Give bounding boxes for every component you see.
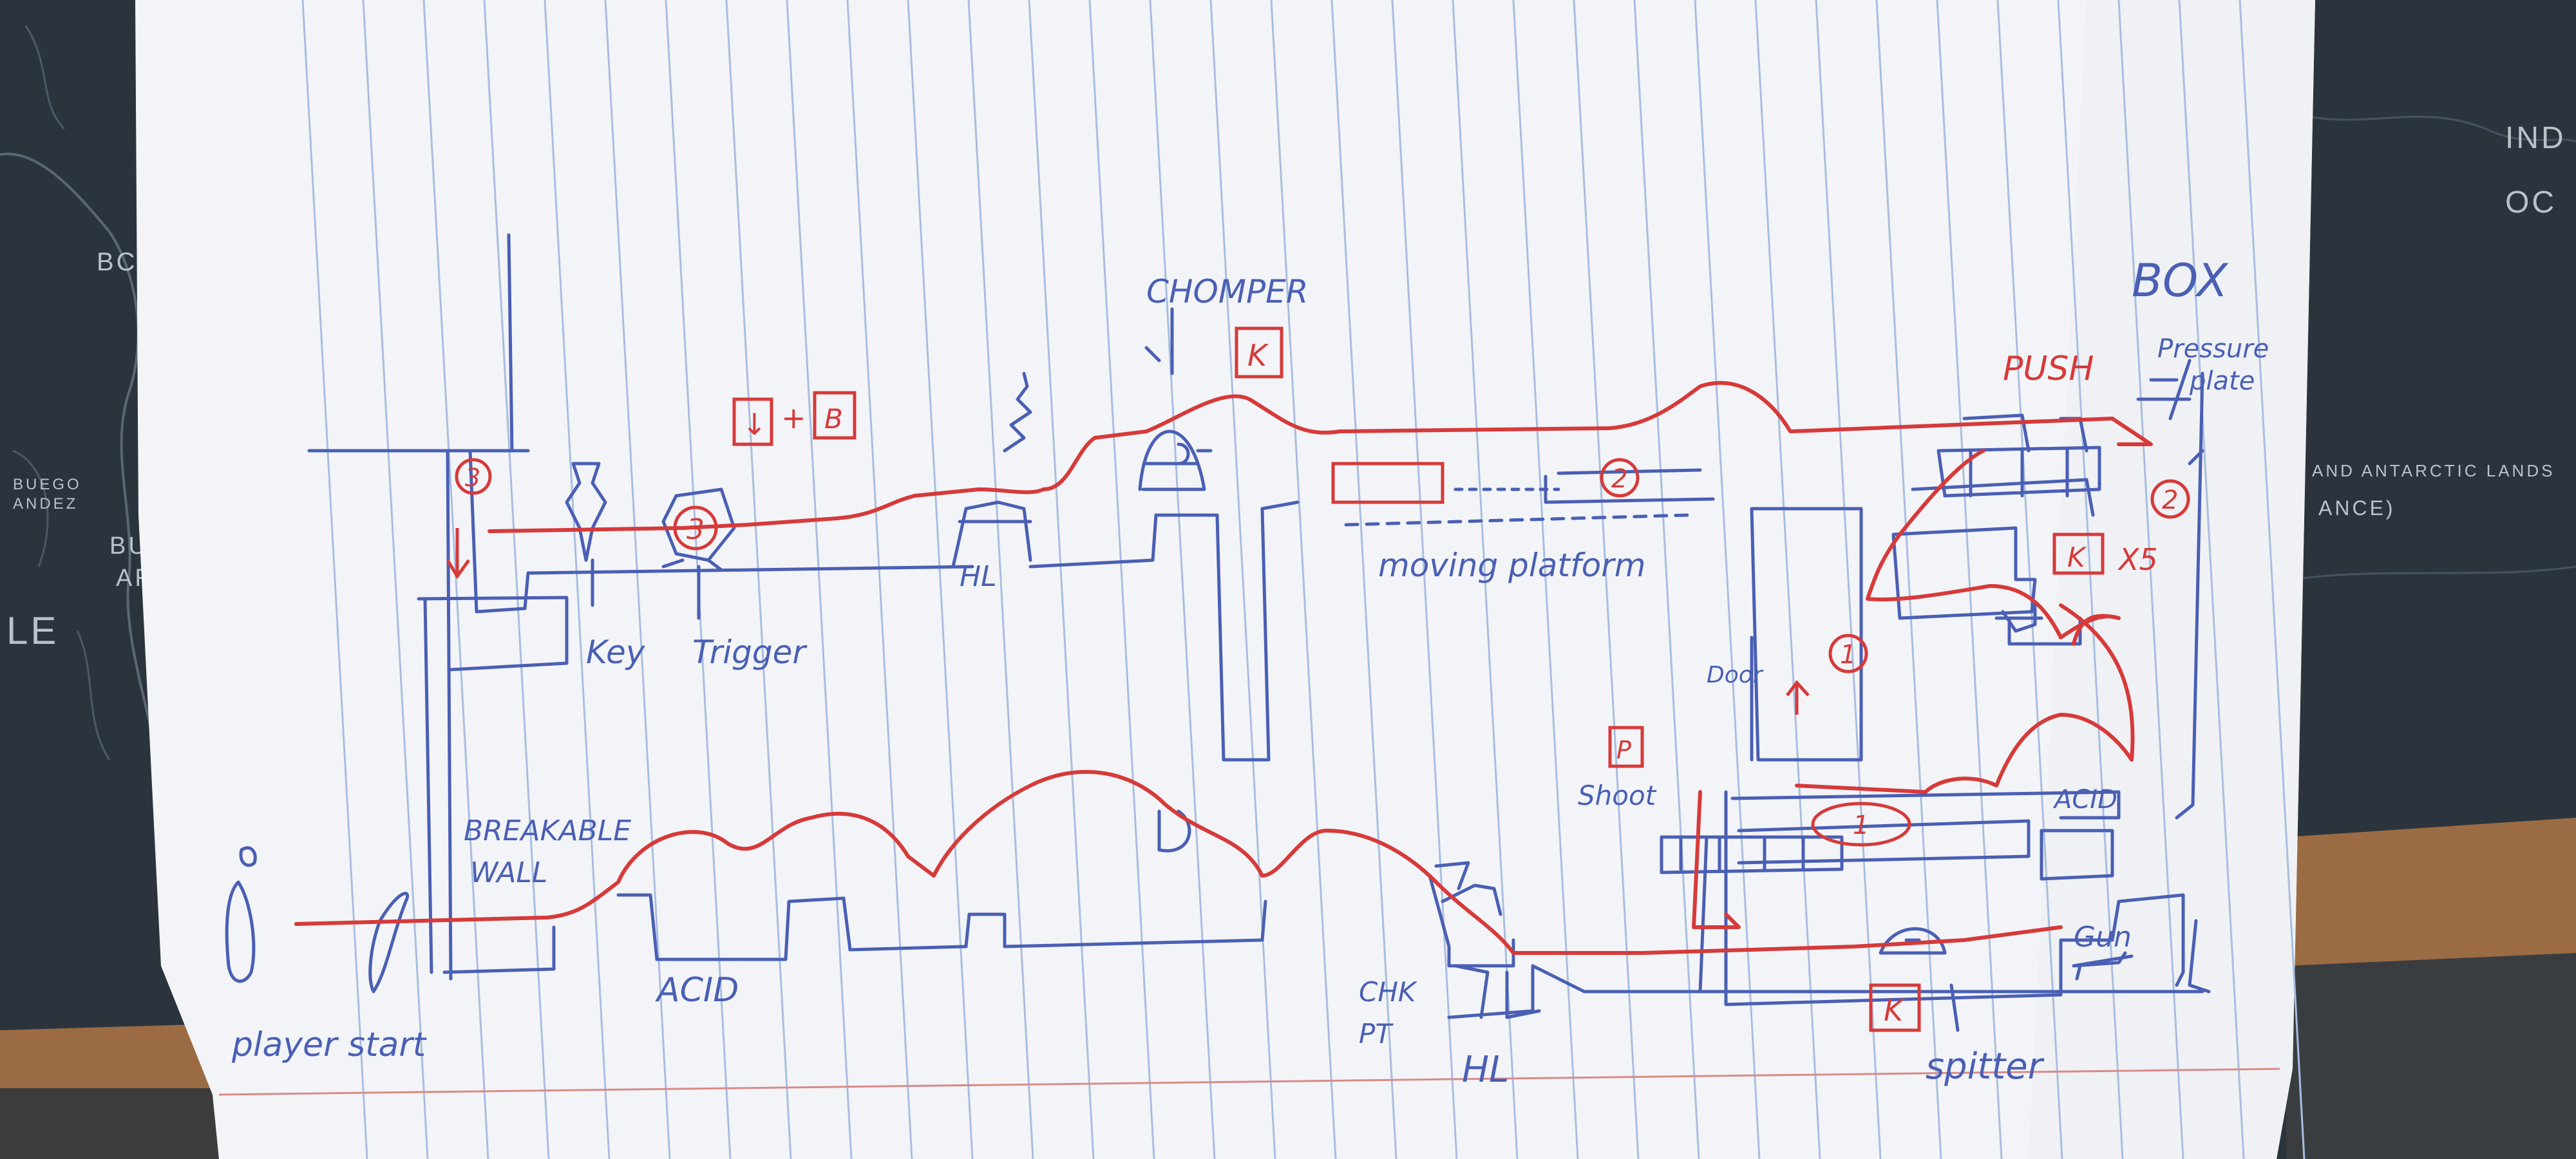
ruled-line	[1815, 0, 1882, 1159]
ruled-line	[2178, 0, 2245, 1159]
red-labels: PUSH X5 K K K ↓ + B P 3 3 2 2 1 1	[465, 338, 2178, 1028]
map-label-oc: OC	[2505, 185, 2557, 220]
key-box-bottom	[1869, 983, 1921, 1032]
label-trigger: Trigger	[692, 634, 808, 671]
notebook-paper	[135, 0, 2315, 1159]
label-spitter: spitter	[1926, 1046, 2045, 1088]
combo-box-b	[813, 391, 857, 440]
marker-1b-ellipse	[1811, 802, 1911, 847]
map-label-antarctic: AND ANTARCTIC LANDS	[2312, 461, 2555, 480]
ruled-line	[1331, 0, 1397, 1159]
ruled-line	[362, 0, 429, 1159]
ruled-line	[967, 0, 1034, 1159]
map-label-buego: BUEGO	[13, 476, 82, 493]
text-marker-2a: 2	[1611, 464, 1627, 494]
margin-line	[218, 1068, 2280, 1096]
label-breakable-1: BREAKABLE	[464, 815, 631, 847]
ruled-line	[1573, 0, 1640, 1159]
label-player-start: player start	[231, 1026, 427, 1064]
label-gun: Gun	[2074, 921, 2132, 954]
label-hl-top: HL	[960, 560, 997, 593]
ruled-line	[1875, 0, 1942, 1159]
marker-2a-circle	[1600, 458, 1640, 498]
text-combo-plus: +	[781, 400, 806, 435]
ruled-line	[483, 0, 550, 1159]
map-label-bc: BC	[97, 248, 138, 276]
marker-3a-circle	[455, 458, 492, 495]
label-push: PUSH	[2003, 350, 2094, 388]
blue-level-geometry	[225, 233, 2211, 1032]
map-label-andez: ANDEZ	[13, 495, 78, 513]
label-pressure: Pressure	[2157, 334, 2269, 364]
text-key-bottom: K	[1884, 993, 1906, 1028]
red-markers	[446, 326, 2190, 1032]
ruled-line	[301, 0, 368, 1159]
text-key-x5: K	[2067, 542, 2087, 573]
label-x5: X5	[2117, 542, 2158, 577]
label-door: Door	[1707, 662, 1764, 688]
ruled-line	[2239, 0, 2306, 1159]
label-key: Key	[586, 634, 646, 671]
key-box-x5	[2052, 532, 2105, 575]
ruled-line	[1754, 0, 1821, 1159]
label-hl-bottom: HL	[1462, 1049, 1509, 1091]
marker-3b-circle	[673, 505, 718, 551]
ruled-line	[2057, 0, 2124, 1159]
text-key-top: K	[1247, 338, 1269, 373]
ruled-line	[1149, 0, 1216, 1159]
ruled-line	[1936, 0, 2003, 1159]
label-plate: plate	[2189, 366, 2255, 396]
label-acid-right: ACID	[2052, 785, 2117, 815]
wood-desk-edge	[0, 818, 2576, 1159]
ruled-line	[2117, 0, 2184, 1159]
text-marker-2b: 2	[2162, 485, 2178, 515]
ruled-line	[1209, 0, 1276, 1159]
text-marker-1a: 1	[1840, 640, 1856, 670]
ruled-line	[1512, 0, 1579, 1159]
ruled-line	[1633, 0, 1700, 1159]
text-shoot-box: P	[1616, 736, 1631, 764]
label-pt: PT	[1359, 1018, 1394, 1050]
marker-2b-circle	[2150, 479, 2190, 519]
ruled-line	[1694, 0, 1761, 1159]
marker-1a-circle	[1828, 634, 1868, 674]
ruled-line	[846, 0, 913, 1159]
label-chk: CHK	[1359, 976, 1418, 1008]
ruled-line	[907, 0, 974, 1159]
text-combo-down: ↓	[742, 407, 767, 442]
ruled-line	[786, 0, 853, 1159]
ruled-line	[1391, 0, 1458, 1159]
ruled-line	[604, 0, 671, 1159]
red-player-path	[294, 381, 2153, 955]
label-moving-platform: moving platform	[1378, 547, 1645, 584]
text-marker-3a: 3	[465, 464, 480, 492]
text-marker-3b: 3	[687, 513, 705, 546]
map-label-le: LE	[6, 609, 59, 652]
key-box-top	[1235, 326, 1283, 379]
map-label-ind: IND	[2505, 121, 2566, 155]
ruled-lines	[301, 0, 2306, 1159]
text-marker-1b: 1	[1853, 811, 1869, 840]
moving-platform-red-left	[1331, 462, 1444, 504]
label-acid-left: ACID	[655, 971, 739, 1010]
map-label-ance: ANCE)	[2318, 496, 2396, 520]
ruled-line	[1270, 0, 1337, 1159]
ruled-line	[1088, 0, 1155, 1159]
ruled-line	[544, 0, 611, 1159]
ruled-line	[725, 0, 792, 1159]
shoot-box	[1608, 726, 1644, 768]
ruled-line	[422, 0, 489, 1159]
label-breakable-2: WALL	[470, 856, 547, 889]
ruled-line	[1028, 0, 1095, 1159]
text-combo-b: B	[824, 403, 843, 435]
combo-box-down	[732, 397, 773, 446]
label-shoot: Shoot	[1578, 780, 1657, 811]
blue-labels: player start BREAKABLE WALL ACID Key Tri…	[231, 254, 2269, 1091]
label-chomper: CHOMPER	[1146, 273, 1309, 310]
label-box: BOX	[2132, 254, 2229, 307]
